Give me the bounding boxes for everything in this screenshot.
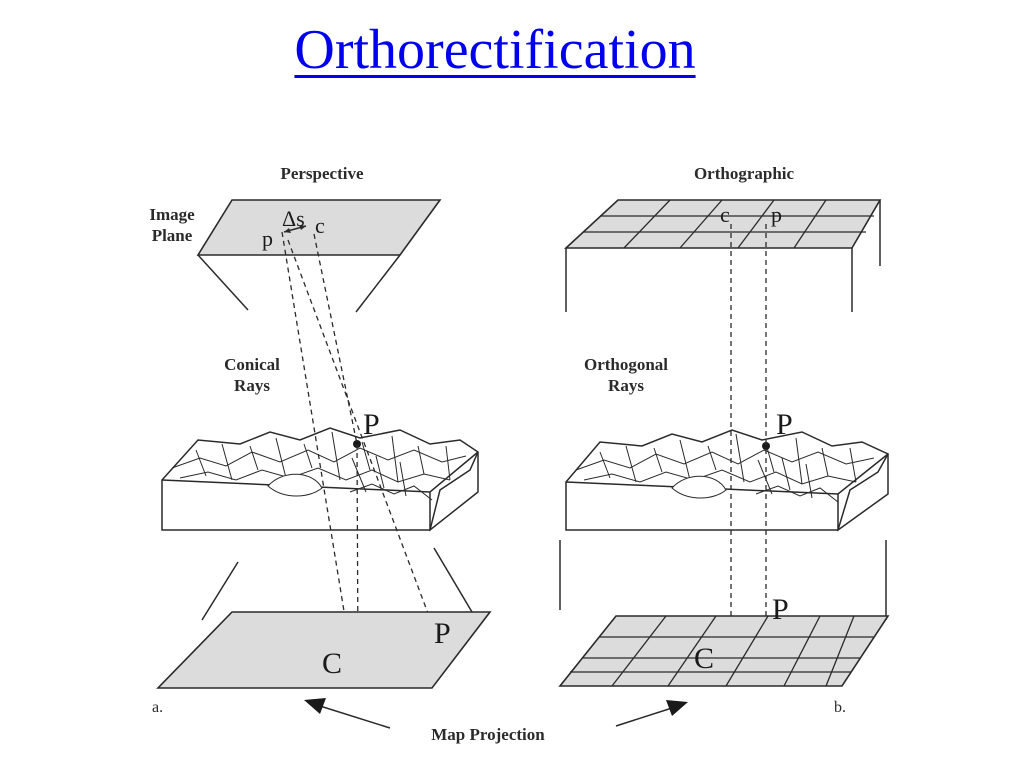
map-projection-callout: Map Projection	[304, 698, 688, 744]
image-point-p-label: p	[262, 226, 273, 251]
delta-s-label: Δs	[282, 206, 305, 231]
ortho-terrain-side-face	[837, 454, 889, 532]
ortho-map-plane-grid	[570, 615, 874, 687]
image-plane-support-right	[355, 254, 401, 313]
ortho-image-point-c-label: c	[720, 202, 730, 227]
ortho-image-plane-grid	[583, 199, 874, 249]
ray-p-to-C	[281, 231, 353, 661]
arrow-right-shaft	[615, 707, 673, 727]
orthogonal-rays-label-line2: Rays	[608, 376, 644, 395]
map-projection-label: Map Projection	[431, 725, 545, 744]
image-plane-label-line2: Plane	[152, 226, 193, 245]
delta-s-arrowhead-left	[284, 228, 291, 233]
terrain-point-P-label: P	[363, 408, 380, 441]
terrain-block	[161, 427, 479, 531]
caption-a: a.	[152, 699, 163, 716]
ortho-terrain-block	[565, 429, 890, 531]
orthogonal-rays-label-line1: Orthogonal	[584, 355, 668, 374]
map-support-right	[433, 547, 473, 613]
ortho-terrain-point-P-label: P	[776, 408, 793, 441]
panel-orthographic: Orthographic c p Orthogonal Rays P	[558, 164, 890, 716]
conical-rays-label-line1: Conical	[224, 355, 280, 374]
delta-s-arrowhead-right	[299, 225, 306, 230]
map-plane-perspective	[156, 611, 492, 689]
ortho-image-point-p-label: p	[771, 202, 782, 227]
page-title: Orthorectification	[294, 19, 696, 81]
panel-perspective: Perspective Image Plane Δs p c Conical R…	[149, 164, 492, 716]
perspective-heading: Perspective	[280, 164, 364, 183]
arrow-left-shaft	[319, 705, 391, 729]
terrain-side-face	[429, 452, 479, 532]
arrow-left-head	[304, 698, 326, 714]
ortho-terrain-mesh	[575, 433, 875, 503]
terrain-mesh	[171, 431, 467, 501]
caption-b: b.	[834, 699, 846, 716]
ortho-terrain-point-P-marker	[762, 442, 770, 450]
conical-rays-label-line2: Rays	[234, 376, 270, 395]
ortho-map-point-P-label: P	[772, 593, 789, 626]
ortho-map-point-C-label: C	[694, 642, 714, 675]
map-point-C-label: C	[322, 647, 342, 680]
orthographic-heading: Orthographic	[694, 164, 795, 183]
image-point-c-label: c	[315, 213, 325, 238]
image-plane-label-line1: Image	[149, 205, 195, 224]
map-support-left	[201, 561, 239, 621]
image-plane-support-left	[197, 254, 249, 311]
ortho-map-plane	[558, 615, 890, 687]
arrow-right-head	[666, 700, 688, 716]
map-point-P-label: P	[434, 617, 451, 650]
ray-c-to-P	[313, 233, 358, 445]
ray-p-to-P-map	[287, 239, 436, 633]
